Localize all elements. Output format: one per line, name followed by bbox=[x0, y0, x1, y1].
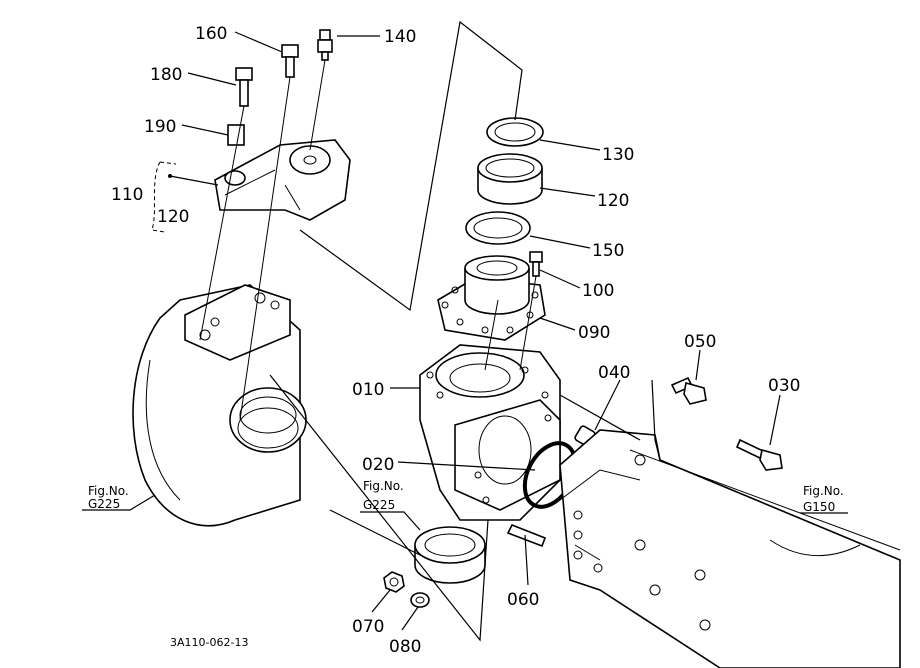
part-labels: 160 140 180 190 110 120 130 120 150 100 … bbox=[111, 24, 800, 657]
label-030: 030 bbox=[768, 376, 800, 396]
bolt-160 bbox=[281, 44, 299, 78]
knuckle-housing-010 bbox=[419, 344, 561, 521]
label-120: 120 bbox=[597, 191, 629, 211]
seal-130 bbox=[486, 117, 544, 147]
leader-lines bbox=[82, 20, 848, 642]
label-130: 130 bbox=[602, 145, 634, 165]
figure-references: Fig.No. G225 Fig.No. G225 Fig.No. G150 bbox=[88, 479, 844, 514]
bolt-100 bbox=[529, 251, 543, 277]
nut-070 bbox=[383, 571, 405, 593]
fig-ref-left-label: Fig.No. bbox=[88, 484, 129, 498]
label-050: 050 bbox=[684, 332, 716, 352]
label-180: 180 bbox=[150, 65, 182, 85]
bushing-120 bbox=[477, 153, 543, 205]
grease-fitting-140 bbox=[317, 29, 333, 61]
ring-150 bbox=[465, 211, 531, 245]
fig-ref-center-code: G225 bbox=[363, 498, 395, 512]
label-160: 160 bbox=[195, 24, 227, 44]
right-axle-housing bbox=[559, 429, 901, 668]
label-040: 040 bbox=[598, 363, 630, 383]
drawing-code: 3A110-062-13 bbox=[170, 636, 248, 649]
label-190: 190 bbox=[144, 117, 176, 137]
fig-ref-center-label: Fig.No. bbox=[363, 479, 404, 493]
label-080: 080 bbox=[389, 637, 421, 657]
bolt-050 bbox=[670, 376, 707, 405]
label-110: 110 bbox=[111, 185, 143, 205]
label-090: 090 bbox=[578, 323, 610, 343]
pivot-housing-090 bbox=[437, 255, 546, 341]
label-070: 070 bbox=[352, 617, 384, 637]
washer-080 bbox=[410, 592, 430, 608]
upper-arm-part-110 bbox=[214, 139, 351, 221]
bolt-030 bbox=[735, 438, 783, 471]
label-150: 150 bbox=[592, 241, 624, 261]
collar-190 bbox=[227, 124, 245, 146]
label-140: 140 bbox=[384, 27, 416, 47]
label-120-upper: 120 bbox=[157, 207, 189, 227]
seal-g225 bbox=[414, 526, 486, 584]
fig-ref-left-code: G225 bbox=[88, 497, 120, 511]
fig-ref-right-code: G150 bbox=[803, 500, 835, 514]
fig-ref-right-label: Fig.No. bbox=[803, 484, 844, 498]
label-060: 060 bbox=[507, 590, 539, 610]
label-020: 020 bbox=[362, 455, 394, 475]
left-axle-housing bbox=[132, 284, 307, 527]
label-010: 010 bbox=[352, 380, 384, 400]
stud-060 bbox=[506, 523, 547, 548]
bolt-180 bbox=[235, 67, 253, 107]
label-100: 100 bbox=[582, 281, 614, 301]
